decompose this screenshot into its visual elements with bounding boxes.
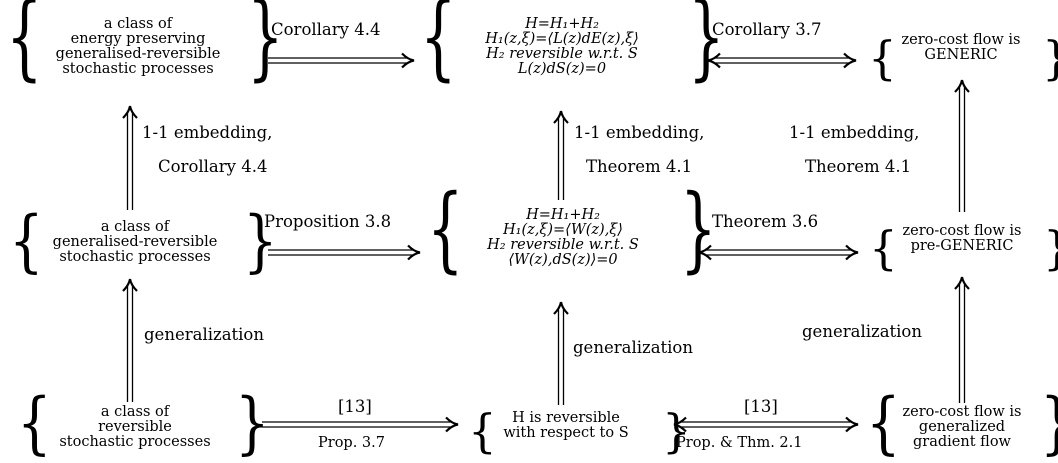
brace-right: } — [662, 405, 691, 459]
brace-left: { — [6, 0, 43, 92]
brace-right: } — [680, 176, 717, 284]
node-bot-left: a class of reversible stochastic process… — [32, 399, 238, 455]
node-text-line: generalised-reversible — [52, 233, 218, 250]
brace-right: } — [1040, 390, 1058, 457]
arrow-mid-left-to-mid — [268, 244, 422, 261]
node-text-line: pre-GENERIC — [910, 238, 1014, 254]
node-text-line: stochastic processes — [59, 433, 211, 450]
edge-label: [13] — [338, 397, 372, 416]
brace-right: } — [235, 385, 270, 463]
node-text-line: ⟨W(z),dS(z)⟩=0 — [508, 252, 618, 268]
brace-right: } — [243, 203, 278, 281]
edge-label: Theorem 3.6 — [712, 212, 819, 231]
node-text-line: H=H₁+H₂ — [525, 16, 599, 32]
node-bot-right: zero-cost flow is generalized gradient f… — [879, 399, 1045, 455]
node-bot-mid: H is reversible with respect to S — [476, 408, 656, 444]
arrow-bot-left-to-mid — [262, 416, 460, 433]
node-text-line: zero-cost flow is — [902, 223, 1022, 239]
node-text-line: H is reversible — [512, 410, 620, 426]
arrow-top-mid-right-double — [706, 52, 858, 69]
brace-left: { — [427, 176, 464, 284]
edge-label: generalization — [573, 338, 693, 357]
edge-label: generalization — [144, 325, 264, 344]
arrow-right-up-1 — [953, 78, 971, 212]
arrow-right-up-2 — [953, 275, 971, 403]
brace-left: { — [9, 203, 44, 281]
edge-label: 1-1 embedding, — [789, 123, 920, 142]
node-text-line: energy preserving — [70, 31, 206, 47]
node-text-line: zero-cost flow is — [902, 403, 1022, 420]
edge-label: Corollary 4.4 — [158, 157, 268, 176]
edge-label: Corollary 3.7 — [712, 20, 822, 39]
node-text-line: stochastic processes — [59, 248, 211, 265]
edge-label: [13] — [744, 397, 778, 416]
brace-left: { — [869, 222, 898, 276]
edge-label: generalization — [802, 322, 922, 341]
node-mid-mid: H=H₁+H₂ H₁(z,ξ)=⟨W(z),ξ⟩ H₂ reversible w… — [445, 198, 681, 278]
arrow-mid-up-1 — [552, 109, 570, 200]
arrow-left-up-1 — [121, 104, 139, 210]
node-text-line: a class of — [100, 218, 170, 235]
node-top-mid: H=H₁+H₂ H₁(z,ξ)=⟨L(z)dE(z),ξ⟩ H₂ reversi… — [438, 7, 686, 87]
brace-left: { — [868, 32, 897, 86]
node-text-line: with respect to S — [503, 425, 629, 441]
arrow-mid-up-2 — [552, 300, 570, 405]
node-mid-right: zero-cost flow is pre-GENERIC — [879, 221, 1045, 257]
node-text-line: H₁(z,ξ)=⟨L(z)dE(z),ξ⟩ — [485, 31, 639, 47]
node-top-right: zero-cost flow is GENERIC — [878, 30, 1044, 66]
node-text-line: H=H₁+H₂ — [526, 207, 600, 223]
arrow-mid-mid-right-double — [697, 244, 860, 261]
node-text-line: stochastic processes — [62, 61, 214, 77]
node-text-line: GENERIC — [924, 47, 998, 63]
arrow-left-up-2 — [121, 277, 139, 402]
brace-left: { — [420, 0, 457, 92]
edge-label: 1-1 embedding, — [142, 123, 273, 142]
arrow-top-left-to-mid — [268, 52, 416, 69]
node-top-left: a class of energy preserving generalised… — [22, 7, 254, 87]
node-text-line: generalized — [918, 418, 1006, 435]
edge-label: Corollary 4.4 — [271, 20, 381, 39]
node-mid-left: a class of generalised-reversible stocha… — [24, 210, 246, 274]
node-text-line: H₁(z,ξ)=⟨W(z),ξ⟩ — [503, 222, 623, 238]
node-text-line: zero-cost flow is — [901, 32, 1021, 48]
edge-label: Proposition 3.8 — [264, 212, 392, 231]
edge-label: Prop. & Thm. 2.1 — [676, 435, 803, 451]
brace-right: } — [688, 0, 725, 92]
node-text-line: a class of — [103, 16, 173, 32]
edge-label: Theorem 4.1 — [586, 157, 693, 176]
edge-label: Theorem 4.1 — [805, 157, 912, 176]
brace-right: } — [1042, 36, 1058, 82]
node-text-line: H₂ reversible w.r.t. S — [487, 237, 639, 253]
brace-left: { — [866, 385, 901, 463]
edge-label: Prop. 3.7 — [318, 435, 385, 451]
node-text-line: a class of — [100, 403, 170, 420]
brace-left: { — [468, 405, 497, 459]
node-text-line: gradient flow — [913, 433, 1011, 450]
brace-right: } — [1043, 226, 1058, 272]
arrow-bot-mid-right-double — [672, 416, 860, 433]
node-text-line: reversible — [98, 418, 172, 435]
brace-right: } — [247, 0, 284, 92]
node-text-line: L(z)dS(z)=0 — [517, 61, 607, 77]
brace-left: { — [17, 385, 52, 463]
node-text-line: H₂ reversible w.r.t. S — [486, 46, 638, 62]
node-text-line: generalised-reversible — [55, 46, 221, 62]
edge-label: 1-1 embedding, — [574, 123, 705, 142]
